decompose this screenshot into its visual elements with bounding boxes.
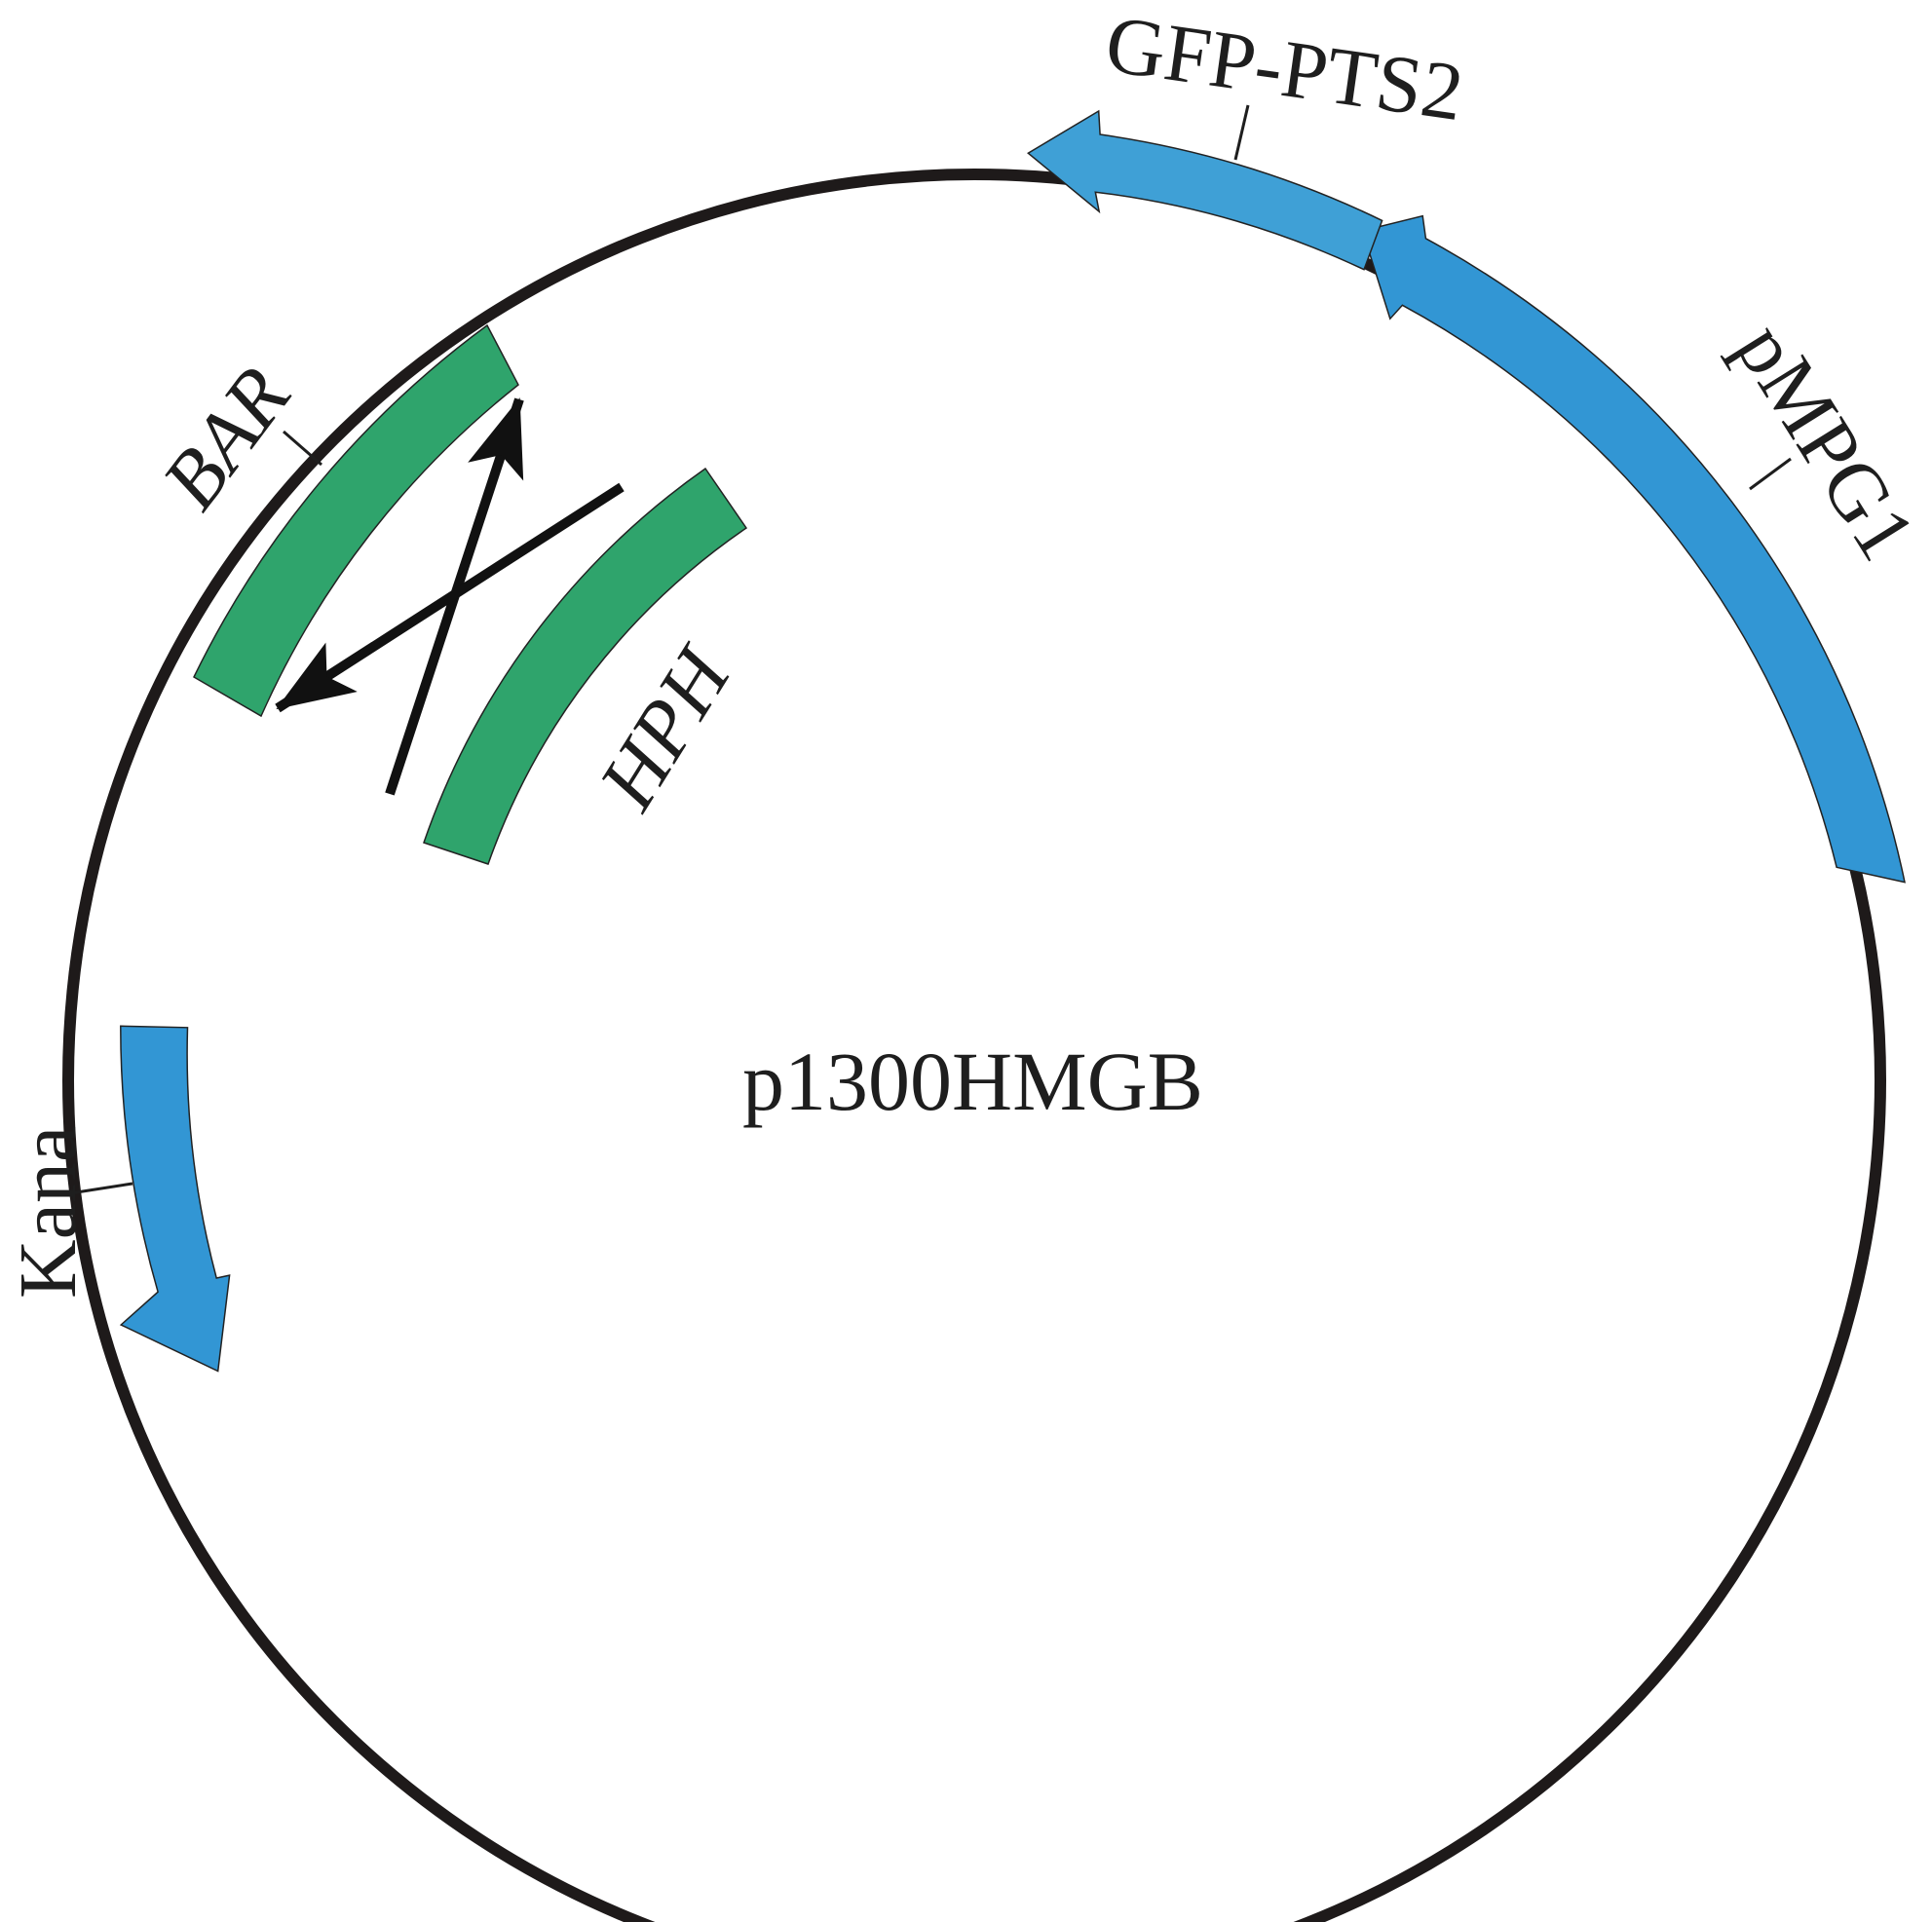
- kana-tick: [69, 1182, 133, 1195]
- plasmid-backbone: [62, 169, 1886, 1922]
- crossover-arrow-down: [275, 482, 625, 713]
- hph-label: HPH: [582, 630, 750, 825]
- pmpg1-tick: [1749, 457, 1792, 491]
- hph-feature: [423, 467, 748, 865]
- bar-feature: [193, 323, 519, 718]
- plasmid-name: p1300HMGB: [742, 1035, 1203, 1128]
- gfp-pts2-feature: [1027, 109, 1383, 271]
- bar-tick: [283, 430, 322, 467]
- kana-feature: [119, 1025, 231, 1373]
- pmpg1-feature: [1361, 214, 1906, 884]
- gfp-pts2-tick: [1233, 104, 1250, 161]
- gfp-pts2-label: GFP-PTS2: [1100, 0, 1468, 138]
- kana-label: Kana: [3, 1126, 94, 1299]
